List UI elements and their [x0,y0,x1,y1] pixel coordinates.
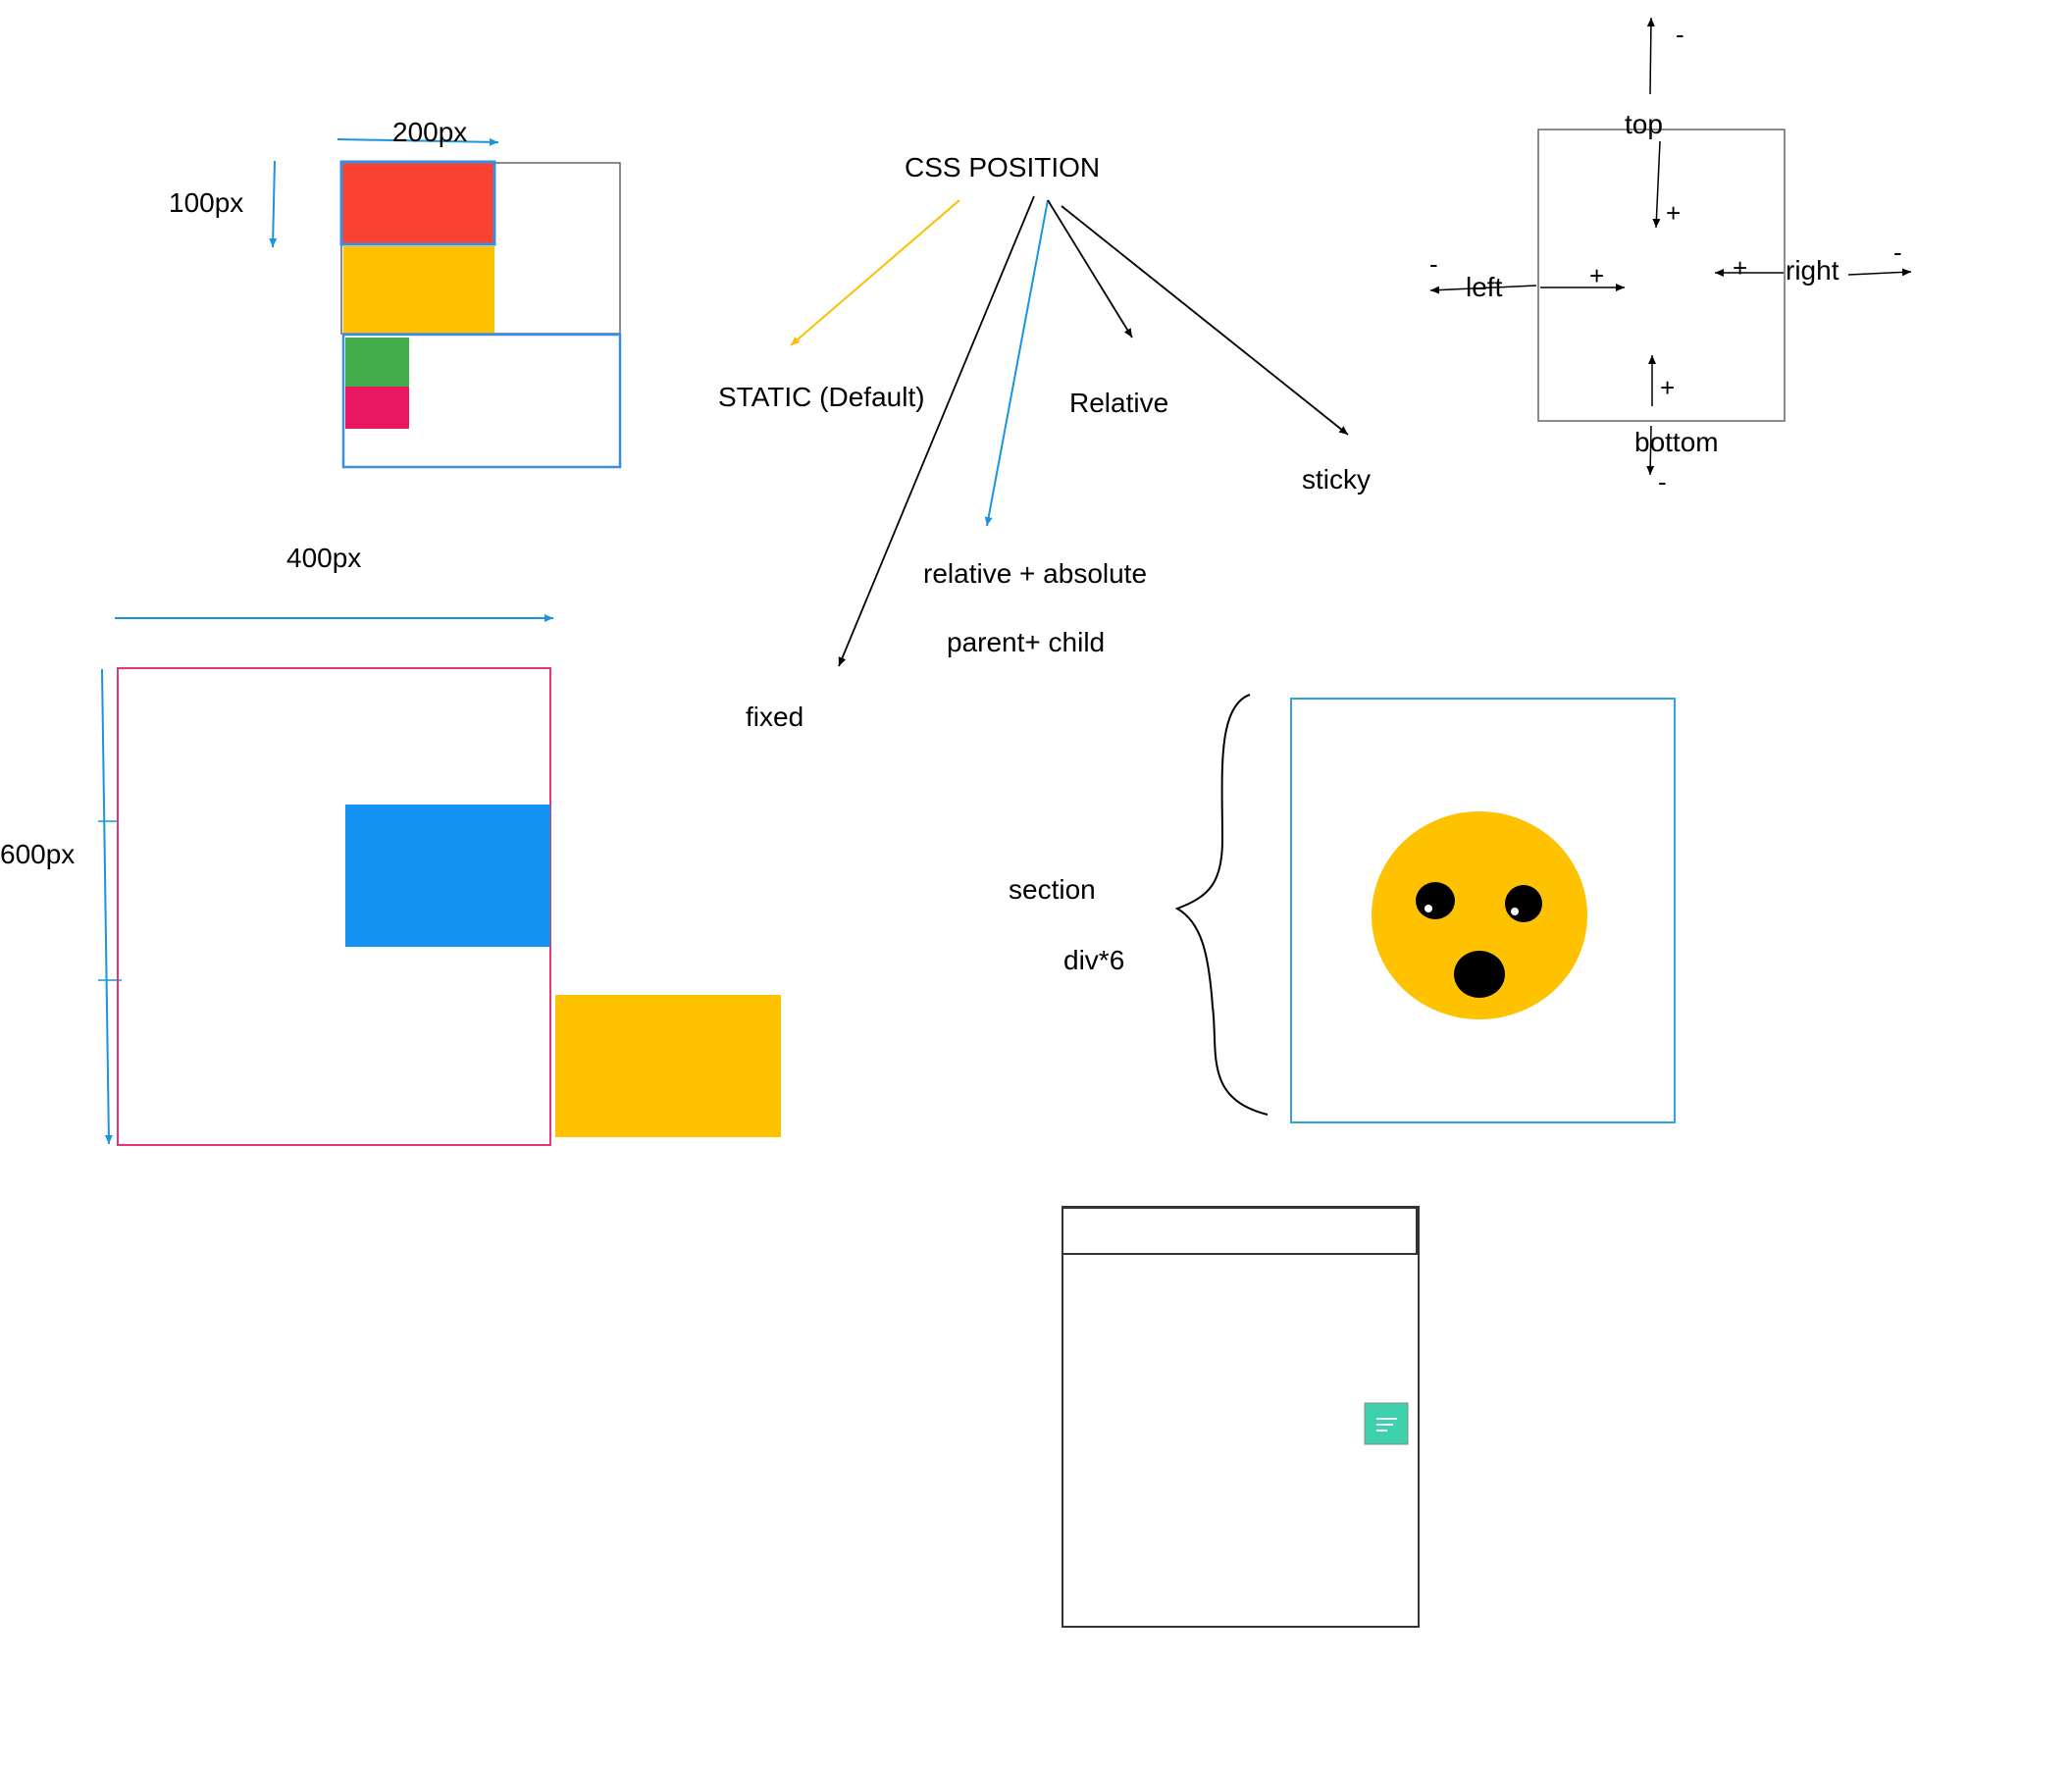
right-label: right [1786,255,1839,286]
height-600-label: 600px [0,839,75,869]
right-minus-sign: - [1893,237,1902,267]
height-100-label: 100px [169,187,243,218]
fixed-label: fixed [746,702,803,732]
top-plus-arrow [1652,140,1661,229]
left-minus-sign: - [1429,249,1438,279]
width-400-label: 400px [286,543,361,573]
fixed-window-diagram [1062,1206,1420,1628]
height-100-arrow [269,160,278,248]
red-box [339,160,496,246]
blue-outline-box [341,333,622,469]
arrow-to-relative [1047,199,1133,338]
section-box [1290,698,1676,1123]
static-label: STATIC (Default) [718,382,925,412]
div6-label: div*6 [1063,945,1124,975]
bottom-plus-sign: + [1660,373,1675,402]
top-label: top [1625,109,1663,139]
height-600-arrow [101,668,113,1145]
section-label: section [1009,874,1096,905]
offset-direction-diagram: - top + - left + + right - + bottom - [1429,17,1912,496]
relative-absolute-label: relative + absolute [923,558,1147,589]
parent-container-diagram: 400px 600px [0,543,781,1146]
curly-brace [1174,694,1269,1116]
yellow-outside-box [555,995,781,1137]
right-plus-sign: + [1733,253,1747,283]
blue-child-box [345,805,550,947]
right-minus-arrow [1847,268,1912,277]
left-plus-sign: + [1589,261,1604,290]
arrow-to-sticky [1061,205,1349,436]
css-position-tree: CSS POSITION STATIC (Default) Relative s… [718,152,1371,732]
sticky-label: sticky [1302,464,1371,495]
stacked-boxes-diagram: 200px 100px [169,117,622,469]
parent-child-label: parent+ child [947,627,1105,657]
bottom-label: bottom [1634,427,1719,457]
top-minus-sign: - [1676,20,1684,49]
pink-box [345,387,409,429]
window-header-bar [1062,1207,1418,1255]
left-minus-arrow [1429,285,1537,294]
relative-label: Relative [1069,388,1168,418]
section-emoji-diagram: section div*6 [1009,694,1676,1123]
top-plus-sign: + [1666,198,1681,228]
top-minus-arrow [1646,17,1655,95]
bottom-minus-sign: - [1658,467,1667,496]
arrow-to-relative-absolute [984,199,1049,527]
surprised-face-icon [1372,811,1587,1019]
arrow-to-static [790,199,960,346]
bottom-minus-arrow [1646,425,1655,476]
yellow-box [343,246,494,333]
width-200-arrow [337,137,499,146]
width-200-label: 200px [392,117,467,147]
css-position-title: CSS POSITION [905,152,1100,182]
green-box [345,338,409,387]
offset-box [1537,129,1786,422]
left-label: left [1466,272,1503,302]
chat-bubble-icon[interactable] [1364,1402,1409,1445]
arrow-to-fixed [838,195,1035,667]
